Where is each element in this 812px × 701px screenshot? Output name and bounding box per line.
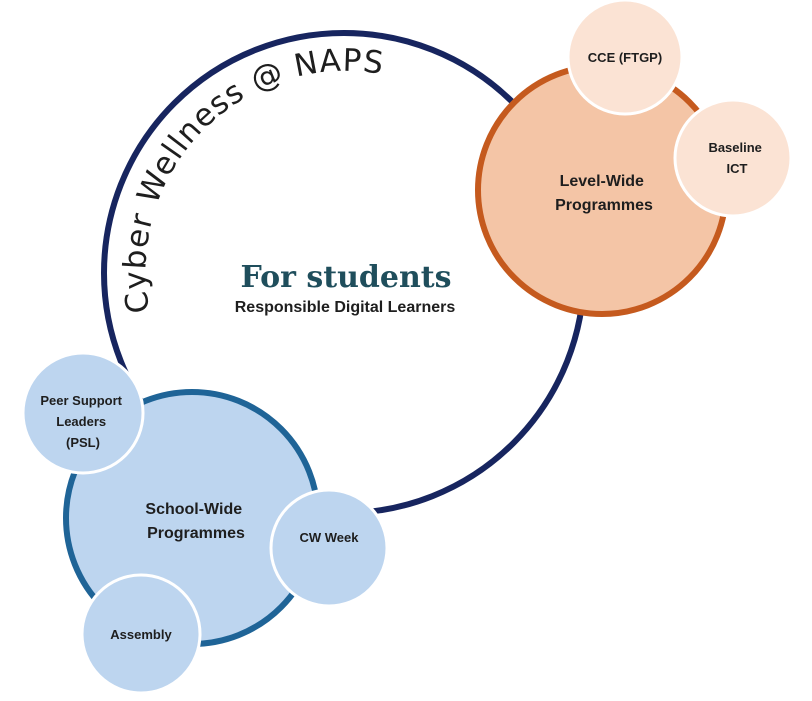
psl-label-line-2: Leaders	[56, 414, 106, 429]
baseline-ict-circle	[673, 98, 793, 218]
baseline-ict-label: Baseline ICT	[708, 140, 765, 176]
assembly-label: Assembly	[110, 627, 172, 642]
psl-label: Peer Support Leaders (PSL)	[40, 393, 125, 450]
psl-label-line-1: Peer Support	[40, 393, 122, 408]
level-wide-label-line-1: Level-Wide	[560, 173, 644, 190]
school-wide-label: School-Wide Programmes	[145, 501, 246, 542]
cw-week-circle	[269, 488, 389, 608]
cce-ftgp-label: CCE (FTGP)	[588, 50, 662, 65]
level-wide-programmes: Level-Wide Programmes CCE (FTGP) Baselin…	[475, 0, 793, 317]
baseline-ict-label-line-2: ICT	[727, 161, 748, 176]
school-wide-programmes: School-Wide Programmes Peer Support Lead…	[21, 351, 389, 695]
assembly-circle	[80, 573, 202, 695]
cw-week-label: CW Week	[300, 530, 360, 545]
school-wide-label-line-1: School-Wide	[145, 501, 242, 518]
psl-label-line-3: (PSL)	[66, 435, 100, 450]
center-heading: For students	[240, 260, 451, 295]
level-wide-label: Level-Wide Programmes	[555, 173, 653, 214]
cce-ftgp-circle	[566, 0, 684, 116]
school-wide-label-line-2: Programmes	[147, 525, 245, 542]
level-wide-label-line-2: Programmes	[555, 197, 653, 214]
baseline-ict-label-line-1: Baseline	[708, 140, 761, 155]
center-subheading: Responsible Digital Learners	[235, 299, 456, 316]
psl-circle	[21, 351, 145, 475]
